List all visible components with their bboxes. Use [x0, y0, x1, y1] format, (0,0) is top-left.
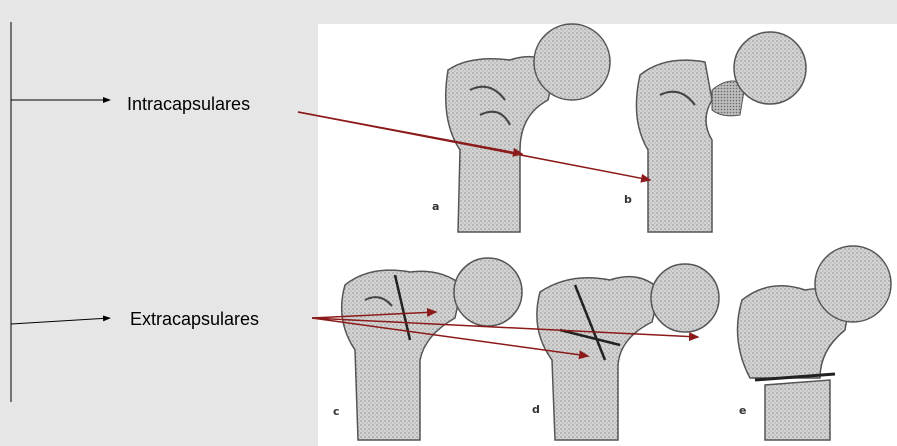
label-intracapsulares: Intracapsulares	[127, 95, 250, 113]
bracket-arrow-extracapsular	[11, 318, 110, 324]
femur-illustration-c	[342, 258, 522, 440]
figure-letter-c: c	[333, 405, 340, 418]
femur-illustration-e	[738, 246, 892, 440]
figure-letter-e: e	[739, 404, 746, 417]
figure-letter-a: a	[432, 200, 439, 213]
label-extracapsulares: Extracapsulares	[130, 310, 259, 328]
figure-letter-b: b	[624, 193, 632, 206]
femur-illustration-a	[446, 24, 610, 232]
femur-illustration-b	[636, 32, 806, 232]
figure-letter-d: d	[532, 403, 540, 416]
